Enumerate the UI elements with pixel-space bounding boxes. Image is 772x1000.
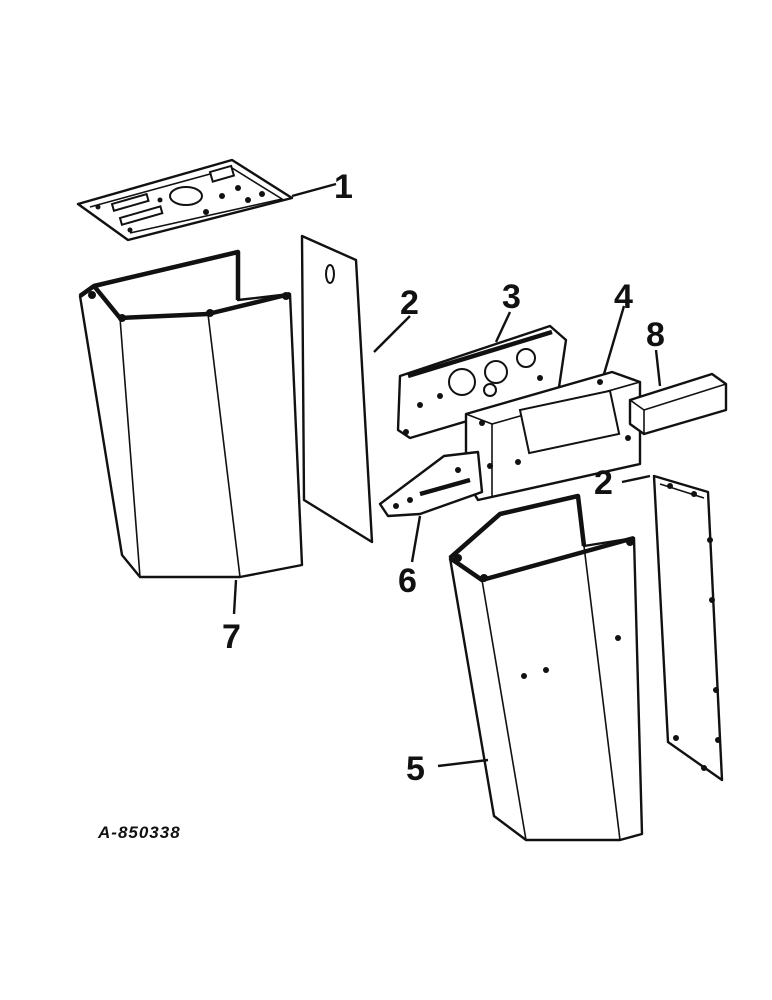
callout-6: 6	[398, 562, 417, 600]
leader-6	[410, 515, 422, 563]
part-6-strip	[378, 450, 484, 518]
callout-2-panel: 2	[400, 284, 419, 322]
callout-3: 3	[502, 278, 521, 316]
leader-3	[494, 311, 512, 343]
part-3-gauge-panel	[396, 324, 568, 440]
callout-1: 1	[334, 168, 353, 206]
callout-4: 4	[614, 278, 633, 316]
callout-7: 7	[222, 618, 241, 656]
part-8-bar	[628, 372, 728, 436]
callout-5: 5	[406, 750, 425, 788]
part-4-window-bracket	[464, 370, 642, 502]
leader-7	[232, 579, 238, 615]
part-2-side-panel	[652, 474, 724, 782]
part-5-lower-shroud	[448, 493, 644, 842]
leader-2-panel	[373, 315, 411, 353]
leader-5	[437, 758, 489, 768]
part-1-top-plate	[76, 158, 294, 242]
leader-1	[291, 182, 337, 198]
part-2-front-panel	[300, 234, 374, 544]
leader-2-side	[621, 474, 651, 484]
leader-8	[654, 349, 662, 387]
callout-leaders	[232, 182, 662, 768]
callout-labels: 1 2 3 4 8 2 6 7 5	[222, 168, 665, 788]
callout-2-side: 2	[594, 464, 613, 502]
figure-id: A-850338	[97, 823, 181, 842]
leader-4	[602, 305, 626, 375]
part-7-left-shroud	[78, 249, 304, 579]
callout-8: 8	[646, 316, 665, 354]
